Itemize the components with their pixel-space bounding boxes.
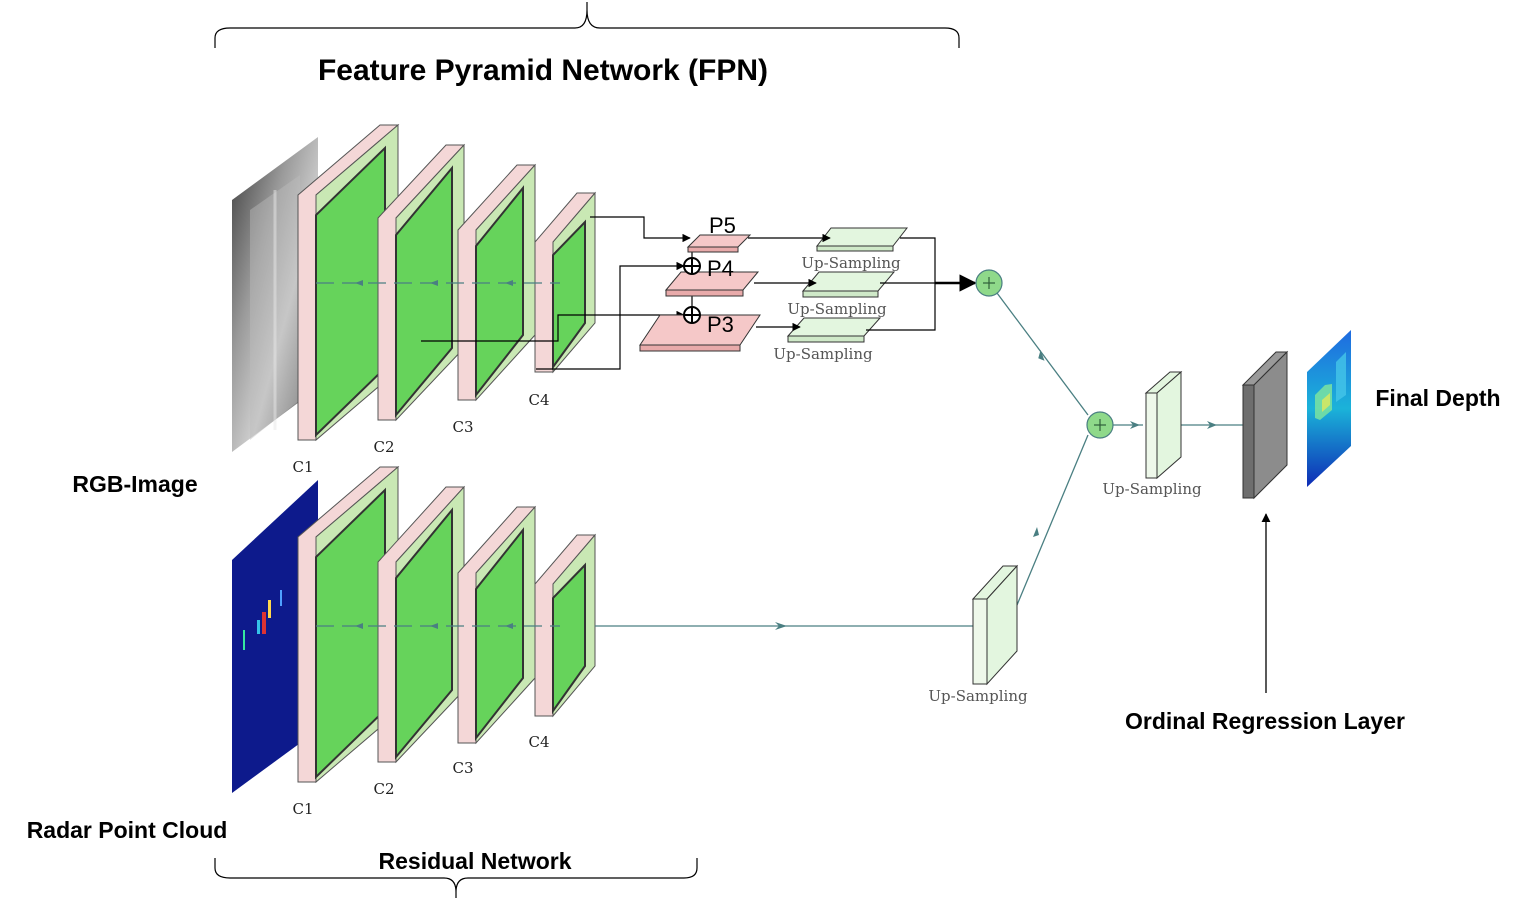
pyramid-level-p4 [664, 271, 760, 297]
upsampling-block-final [1144, 370, 1183, 480]
upsampling-label-p3: Up-Sampling [773, 345, 873, 363]
layer-c3-top [457, 163, 537, 402]
layer-c3-bottom [457, 505, 537, 745]
layer-c4-bottom [534, 533, 597, 718]
layer-label-c2-bottom: C2 [373, 780, 394, 798]
upsampling-label-p5: Up-Sampling [801, 254, 901, 272]
backbone-radar [297, 465, 980, 784]
ordinal-regression-block [1241, 350, 1289, 500]
upsampling-arrows [748, 233, 977, 332]
pyramid-level-p3 [639, 314, 761, 352]
layer-c4-top [534, 191, 597, 374]
radar-image [232, 480, 318, 793]
pyramid-level-p5 [686, 234, 752, 253]
merge-node-p4 [683, 257, 701, 275]
layer-label-c4-bottom: C4 [528, 733, 549, 751]
pyramid-label-p4: P4 [707, 256, 734, 281]
radar-point-cloud-label: Radar Point Cloud [27, 817, 228, 843]
fpn-brace [214, 2, 960, 48]
sum-node-fusion [1086, 411, 1114, 439]
pyramid-label-p5: P5 [709, 213, 736, 238]
layer-label-c2-top: C2 [373, 438, 394, 456]
fusion-arrowhead-4 [1207, 421, 1217, 429]
rgb-image [232, 137, 318, 452]
lateral-connections [421, 216, 697, 370]
upsampling-label-p4: Up-Sampling [787, 300, 887, 318]
layer-c2-bottom [377, 485, 466, 764]
layer-label-c1-bottom: C1 [292, 800, 313, 818]
upsampling-block-p4 [801, 271, 896, 298]
upsampling-label-radar: Up-Sampling [928, 687, 1028, 705]
final-depth-image [1307, 330, 1351, 487]
pyramid-label-p3: P3 [707, 312, 734, 337]
fusion-arrowhead-2 [1033, 527, 1039, 537]
final-depth-label: Final Depth [1375, 385, 1500, 411]
layer-label-c4-top: C4 [528, 391, 549, 409]
upsampling-label-final: Up-Sampling [1102, 480, 1202, 498]
layer-label-c1-top: C1 [292, 458, 313, 476]
layer-label-c3-top: C3 [452, 418, 473, 436]
sum-node-fpn [975, 269, 1003, 297]
backbone-rgb [297, 123, 597, 442]
residual-network-label: Residual Network [379, 848, 572, 874]
fpn-title: Feature Pyramid Network (FPN) [318, 54, 768, 87]
layer-label-c3-bottom: C3 [452, 759, 473, 777]
fusion-arrowhead-1 [1038, 350, 1045, 361]
fusion-lines [996, 292, 1243, 618]
upsampling-block-p5 [815, 227, 909, 252]
rgb-image-label: RGB-Image [72, 471, 197, 497]
ordinal-regression-label: Ordinal Regression Layer [1125, 708, 1405, 734]
residual-brace [214, 858, 698, 898]
merge-node-p3 [683, 306, 701, 324]
fusion-arrowhead-3 [1130, 421, 1140, 429]
upsampling-block-radar [971, 564, 1019, 686]
